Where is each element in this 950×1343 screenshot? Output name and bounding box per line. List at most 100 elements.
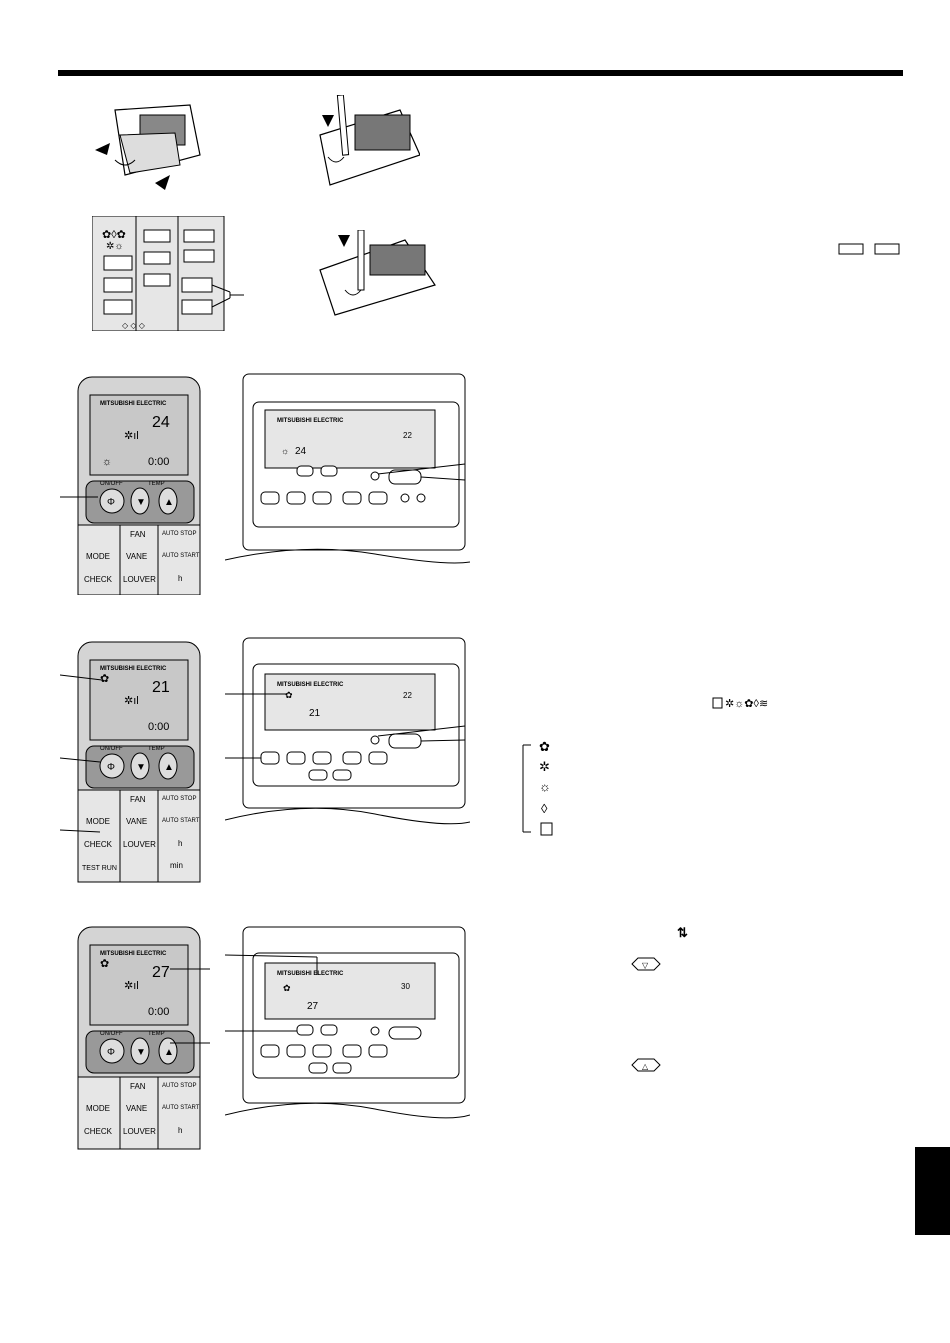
svg-text:h: h <box>178 839 182 848</box>
reset-pen-figure <box>319 95 420 186</box>
heat-icon: ☼ <box>539 779 551 794</box>
svg-text:TEST RUN: TEST RUN <box>82 865 117 872</box>
svg-text:MITSUBISHI ELECTRIC: MITSUBISHI ELECTRIC <box>100 666 167 672</box>
svg-text:Φ: Φ <box>107 497 115 508</box>
svg-text:☼: ☼ <box>281 446 289 456</box>
svg-text:CHECK: CHECK <box>84 575 113 584</box>
svg-text:TEMP: TEMP <box>148 481 165 487</box>
remote-control-1: MITSUBISHI ELECTRIC 24 0:00 ✲ıl ☼ Φ ▼ ▲ … <box>60 376 201 595</box>
svg-text:h: h <box>178 574 182 583</box>
svg-text:✲ıl: ✲ıl <box>124 695 139 707</box>
svg-text:LOUVER: LOUVER <box>123 1127 156 1136</box>
svg-text:AUTO START: AUTO START <box>162 1105 200 1111</box>
svg-text:MITSUBISHI ELECTRIC: MITSUBISHI ELECTRIC <box>277 682 344 688</box>
svg-text:▼: ▼ <box>136 1047 146 1058</box>
svg-text:22: 22 <box>403 691 412 700</box>
temp-down-key-icon: ▽ <box>631 957 661 971</box>
svg-text:FAN: FAN <box>130 795 146 804</box>
svg-text:✿: ✿ <box>283 983 291 993</box>
arrow-left-icon <box>95 143 110 155</box>
remote-control-2: MITSUBISHI ELECTRIC 21 0:00 ✲ıl ✿ Φ ▼ ▲ … <box>60 641 201 883</box>
wired-remote-2: MITSUBISHI ELECTRIC 21 22 ✿ <box>225 637 470 825</box>
svg-text:VANE: VANE <box>126 817 147 826</box>
svg-text:min: min <box>170 861 183 870</box>
svg-text:FAN: FAN <box>130 530 146 539</box>
svg-text:FAN: FAN <box>130 1082 146 1091</box>
svg-text:MODE: MODE <box>86 552 110 561</box>
svg-text:24: 24 <box>295 446 307 457</box>
svg-text:LOUVER: LOUVER <box>123 840 156 849</box>
svg-text:AUTO STOP: AUTO STOP <box>162 796 196 802</box>
small-keys <box>838 243 900 255</box>
clock-reset-figure <box>319 230 436 316</box>
svg-text:VANE: VANE <box>126 552 147 561</box>
arrow-right-icon <box>155 175 170 190</box>
svg-text:✲ıl: ✲ıl <box>124 430 139 442</box>
svg-text:✿: ✿ <box>100 958 109 970</box>
svg-text:△: △ <box>642 1062 649 1071</box>
svg-text:TEMP: TEMP <box>148 1031 165 1037</box>
svg-text:ON/OFF: ON/OFF <box>100 481 123 487</box>
svg-text:27: 27 <box>307 1001 319 1012</box>
svg-text:✿◊✿: ✿◊✿ <box>102 229 126 241</box>
remote-control-3: MITSUBISHI ELECTRIC 27 0:00 ✲ıl ✿ Φ ▼ ▲ … <box>77 926 210 1150</box>
svg-text:ON/OFF: ON/OFF <box>100 746 123 752</box>
svg-text:CHECK: CHECK <box>84 1127 113 1136</box>
svg-text:◇ ◇ ◇: ◇ ◇ ◇ <box>122 321 146 330</box>
svg-text:MITSUBISHI ELECTRIC: MITSUBISHI ELECTRIC <box>277 418 344 424</box>
svg-text:h: h <box>178 1126 182 1135</box>
svg-text:0:00: 0:00 <box>148 456 169 468</box>
svg-text:AUTO STOP: AUTO STOP <box>162 1083 196 1089</box>
svg-text:✿: ✿ <box>100 673 109 685</box>
wired-remote-1: MITSUBISHI ELECTRIC 24 22 ☼ <box>225 373 470 564</box>
temp-up-key-icon: △ <box>631 1058 661 1072</box>
dry-icon: ◊ <box>541 801 548 816</box>
svg-text:MITSUBISHI ELECTRIC: MITSUBISHI ELECTRIC <box>100 951 167 957</box>
top-rule <box>58 70 903 76</box>
svg-text:✲☼✿◊≋: ✲☼✿◊≋ <box>725 698 768 710</box>
svg-text:⇅: ⇅ <box>677 925 688 940</box>
svg-text:LOUVER: LOUVER <box>123 575 156 584</box>
svg-text:0:00: 0:00 <box>148 1006 169 1018</box>
temp-icon: ⇅ <box>677 925 688 940</box>
svg-text:24: 24 <box>152 414 170 431</box>
svg-text:VANE: VANE <box>126 1104 147 1113</box>
wired-remote-3: MITSUBISHI ELECTRIC 27 30 ✿ <box>225 926 470 1119</box>
svg-text:21: 21 <box>152 679 170 696</box>
fan-icon: ✲ <box>539 759 550 774</box>
svg-text:Φ: Φ <box>107 1047 115 1058</box>
svg-text:▲: ▲ <box>164 497 174 508</box>
svg-text:MITSUBISHI ELECTRIC: MITSUBISHI ELECTRIC <box>277 971 344 977</box>
svg-text:MODE: MODE <box>86 1104 110 1113</box>
cool-icon: ✿ <box>539 739 550 754</box>
svg-text:MITSUBISHI ELECTRIC: MITSUBISHI ELECTRIC <box>100 401 167 407</box>
svg-text:ON/OFF: ON/OFF <box>100 1031 123 1037</box>
auto-icon <box>540 822 553 836</box>
svg-text:AUTO STOP: AUTO STOP <box>162 531 196 537</box>
svg-text:TEMP: TEMP <box>148 746 165 752</box>
svg-text:MODE: MODE <box>86 817 110 826</box>
svg-text:▲: ▲ <box>164 762 174 773</box>
svg-text:21: 21 <box>309 708 321 719</box>
svg-text:✲ıl: ✲ıl <box>124 980 139 992</box>
svg-text:▽: ▽ <box>642 961 649 970</box>
svg-text:✲☼: ✲☼ <box>106 241 124 252</box>
svg-text:30: 30 <box>401 982 410 991</box>
svg-text:CHECK: CHECK <box>84 840 113 849</box>
svg-text:AUTO START: AUTO START <box>162 818 200 824</box>
svg-text:27: 27 <box>152 964 170 981</box>
svg-text:22: 22 <box>403 431 412 440</box>
remote-lower-panel-figure: ✿◊✿ ✲☼ ◇ ◇ ◇ <box>92 216 244 331</box>
page-edge-tab <box>915 1147 950 1235</box>
mode-legend: ✿ ✲ ☼ ◊ <box>522 739 553 836</box>
svg-text:☼: ☼ <box>102 456 112 468</box>
battery-cover-figure <box>95 104 201 190</box>
svg-text:✿: ✿ <box>285 690 293 700</box>
svg-text:Φ: Φ <box>107 762 115 773</box>
svg-text:▼: ▼ <box>136 497 146 508</box>
svg-text:AUTO START: AUTO START <box>162 553 200 559</box>
svg-text:0:00: 0:00 <box>148 721 169 733</box>
svg-text:▲: ▲ <box>164 1047 174 1058</box>
arrow-down-icon <box>322 115 334 127</box>
mode-icons-row: ✲☼✿◊≋ <box>712 697 768 710</box>
